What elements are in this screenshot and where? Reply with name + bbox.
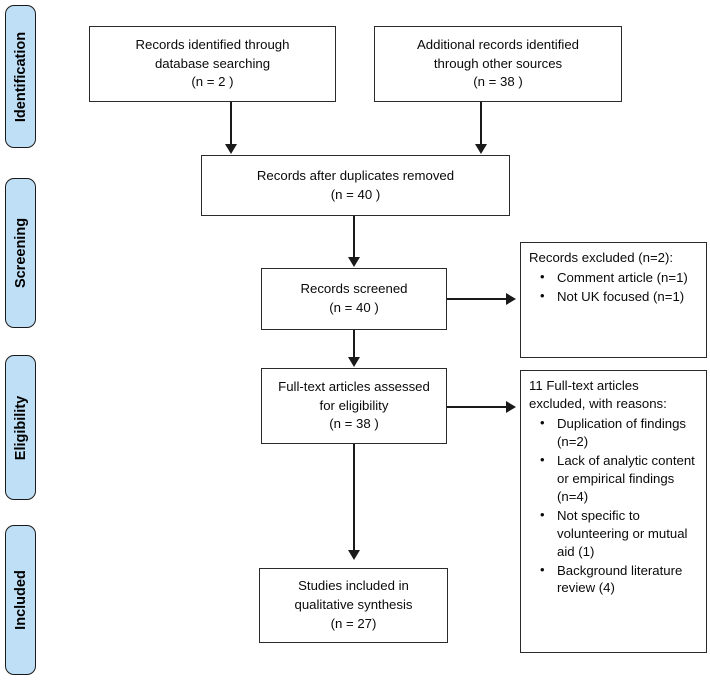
studies-included-line2: qualitative synthesis <box>294 597 413 613</box>
duplicates-removed-count: (n = 40 ) <box>330 186 381 202</box>
stage-tab-identification-label: Identification <box>12 31 29 122</box>
records-identified-line1: Records identified through <box>135 36 290 52</box>
box-records-excluded: Records excluded (n=2): Comment article … <box>520 242 707 358</box>
connector-screened-to-excluded <box>447 298 507 301</box>
list-item: Lack of analytic content or empirical fi… <box>540 451 706 506</box>
list-item: Comment article (n=1) <box>540 268 706 287</box>
list-item: Duplication of findings (n=2) <box>540 414 706 451</box>
box-fulltext-assessed: Full-text articles assessed for eligibil… <box>261 368 447 444</box>
list-item: Not UK focused (n=1) <box>540 287 706 306</box>
fulltext-excluded-heading-line1: 11 Full-text articles <box>529 378 639 393</box>
fulltext-assessed-line1: Full-text articles assessed <box>278 378 430 394</box>
fulltext-assessed-line2: for eligibility <box>319 397 389 413</box>
stage-tab-screening: Screening <box>5 178 36 328</box>
connector-fulltext-to-excluded <box>447 406 507 409</box>
box-fulltext-excluded-text: 11 Full-text articles excluded, with rea… <box>521 371 706 598</box>
box-fulltext-assessed-text: Full-text articles assessed for eligibil… <box>272 378 436 434</box>
stage-tab-identification: Identification <box>5 5 36 148</box>
connector-duplicates-to-screened <box>353 216 356 258</box>
stage-tab-included-label: Included <box>12 570 29 630</box>
box-studies-included-text: Studies included in qualitative synthesi… <box>288 577 418 633</box>
arrow-right-icon <box>506 293 516 305</box>
fulltext-excluded-list: Duplication of findings (n=2) Lack of an… <box>521 414 706 598</box>
connector-screened-to-fulltext <box>353 330 356 358</box>
records-excluded-heading: Records excluded (n=2): <box>529 250 674 265</box>
additional-records-line1: Additional records identified <box>416 36 579 52</box>
fulltext-assessed-count: (n = 38 ) <box>329 416 379 432</box>
fulltext-excluded-heading: 11 Full-text articles excluded, with rea… <box>521 371 706 413</box>
stage-tab-screening-label: Screening <box>12 217 29 289</box>
list-item: Background literature review (4) <box>540 561 706 598</box>
connector-fulltext-to-included <box>353 444 356 551</box>
stage-tab-eligibility: Eligibility <box>5 355 36 500</box>
box-duplicates-removed: Records after duplicates removed (n = 40… <box>201 155 510 216</box>
box-fulltext-excluded: 11 Full-text articles excluded, with rea… <box>520 370 707 653</box>
box-additional-records-text: Additional records identified through ot… <box>411 36 585 92</box>
box-records-identified-text: Records identified through database sear… <box>130 36 296 92</box>
box-studies-included: Studies included in qualitative synthesi… <box>259 568 448 643</box>
arrow-down-icon <box>347 550 360 560</box>
records-identified-count: (n = 2 ) <box>191 74 234 90</box>
fulltext-excluded-heading-line2: excluded, with reasons: <box>529 395 667 411</box>
additional-records-line2: through other sources <box>433 55 563 71</box>
studies-included-count: (n = 27) <box>330 615 377 631</box>
box-records-screened-text: Records screened (n = 40 ) <box>294 280 413 317</box>
connector-additional-to-duplicates <box>480 102 483 146</box>
studies-included-line1: Studies included in <box>298 578 409 594</box>
arrow-down-icon <box>347 357 360 367</box>
arrow-down-icon <box>474 144 487 154</box>
box-records-screened: Records screened (n = 40 ) <box>261 268 447 330</box>
list-item: Not specific to volunteering or mutual a… <box>540 506 706 561</box>
records-identified-line2: database searching <box>154 55 271 71</box>
arrow-right-icon <box>506 401 516 413</box>
arrow-down-icon <box>347 257 360 267</box>
box-records-excluded-text: Records excluded (n=2): Comment article … <box>521 243 706 307</box>
arrow-down-icon <box>224 144 237 154</box>
box-additional-records: Additional records identified through ot… <box>374 26 622 102</box>
box-records-identified: Records identified through database sear… <box>89 26 336 102</box>
records-screened-count: (n = 40 ) <box>329 300 379 315</box>
stage-tab-eligibility-label: Eligibility <box>12 395 29 460</box>
records-screened-line1: Records screened <box>300 281 408 297</box>
box-duplicates-removed-text: Records after duplicates removed (n = 40… <box>251 167 460 204</box>
records-excluded-list: Comment article (n=1) Not UK focused (n=… <box>521 268 706 306</box>
stage-tab-included: Included <box>5 525 36 675</box>
connector-identified-to-duplicates <box>230 102 233 146</box>
duplicates-removed-line1: Records after duplicates removed <box>256 167 455 183</box>
additional-records-count: (n = 38 ) <box>473 74 523 90</box>
